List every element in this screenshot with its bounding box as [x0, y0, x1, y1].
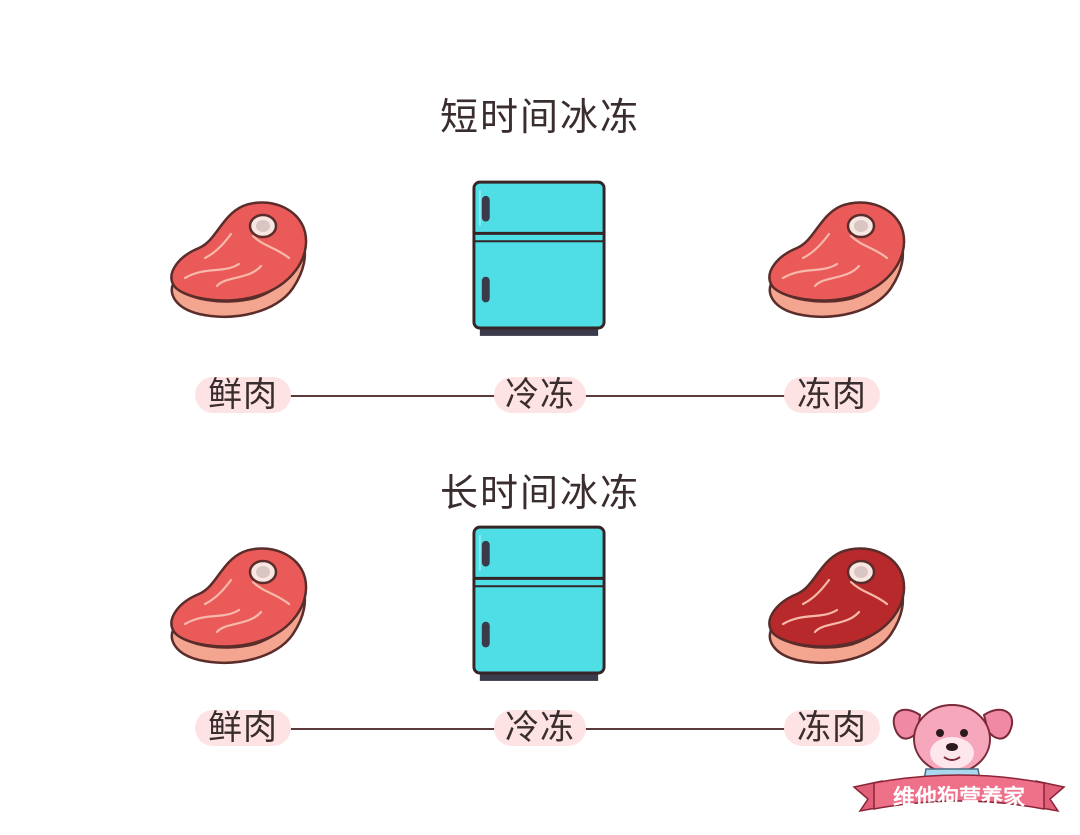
watermark-text: 维他狗营养家 [893, 785, 1026, 811]
frozen-meat-dark-icon [762, 542, 914, 672]
label-frozen-meat: 冻肉 [784, 710, 880, 746]
fresh-meat-icon [164, 196, 316, 326]
label-freezing: 冷冻 [494, 710, 586, 746]
label-freezing: 冷冻 [494, 377, 586, 413]
fresh-meat-icon [164, 542, 316, 672]
watermark-logo: 维他狗营养家 [852, 704, 1066, 813]
label-frozen-meat: 冻肉 [784, 377, 880, 413]
fridge-icon [470, 177, 608, 343]
section-title: 短时间冰冻 [439, 95, 640, 139]
label-fresh-meat: 鲜肉 [195, 377, 291, 413]
label-fresh-meat: 鲜肉 [195, 710, 291, 746]
section-title: 长时间冰冻 [439, 471, 640, 515]
frozen-meat-icon [762, 196, 914, 326]
fridge-icon [470, 522, 608, 688]
